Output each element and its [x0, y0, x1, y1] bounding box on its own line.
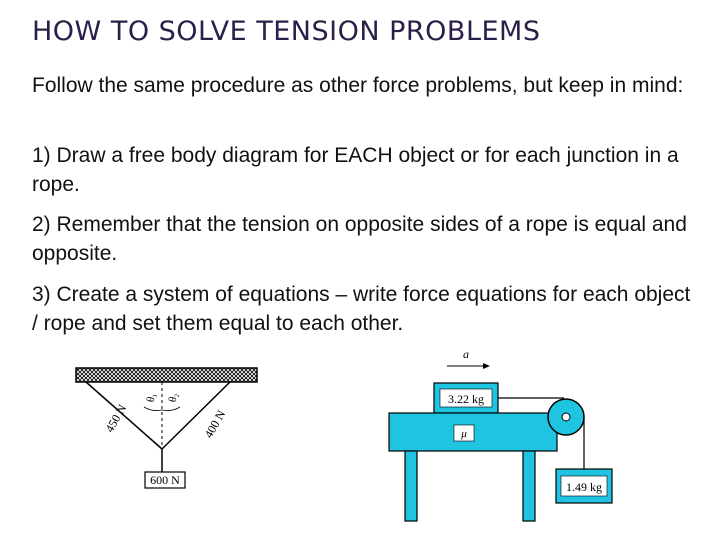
- table-leg-left: [404, 450, 418, 522]
- slide-title: HOW TO SOLVE TENSION PROBLEMS: [32, 16, 541, 47]
- angle-1-label: θ₁: [145, 392, 158, 403]
- tension-right-label: 400 N: [201, 407, 228, 440]
- table-block-label-bg: [439, 388, 493, 408]
- left-rope: [85, 381, 163, 450]
- hanging-weight-diagram: θ₁ θ₂ 450 N 400 N 600 N: [60, 352, 267, 514]
- acceleration-label: a: [463, 347, 469, 361]
- pulley-axle: [561, 412, 571, 422]
- acceleration-arrowhead: [483, 363, 490, 369]
- step-3-paragraph: 3) Create a system of equations – write …: [32, 283, 691, 335]
- hanging-block-mass: 1.49 kg: [566, 480, 602, 494]
- angle-arc-1: [143, 406, 163, 411]
- weight-box: [144, 471, 186, 489]
- hanging-weight-svg: θ₁ θ₂ 450 N 400 N 600 N: [75, 367, 258, 489]
- friction-label-bg: [453, 424, 475, 442]
- tension-left-label: 450 N: [102, 402, 129, 435]
- friction-label: μ: [460, 428, 467, 440]
- step-2-paragraph: 2) Remember that the tension on opposite…: [32, 213, 687, 265]
- pulley-table-svg: a 3.22 kg μ 1.49 kg: [388, 347, 613, 522]
- table-leg-right: [522, 450, 536, 522]
- right-rope: [161, 381, 231, 450]
- hanging-block-label-bg: [560, 475, 608, 497]
- ceiling-beam: [75, 367, 258, 383]
- table-block-mass: 3.22 kg: [448, 392, 484, 406]
- angle-2-label: θ₂: [167, 392, 180, 403]
- intro-paragraph: Follow the same procedure as other force…: [32, 74, 684, 97]
- step-1-paragraph: 1) Draw a free body diagram for EACH obj…: [32, 144, 679, 196]
- weight-label: 600 N: [150, 473, 180, 487]
- angle-arc-2: [161, 406, 181, 411]
- pulley-table-diagram: a 3.22 kg μ 1.49 kg: [359, 345, 629, 525]
